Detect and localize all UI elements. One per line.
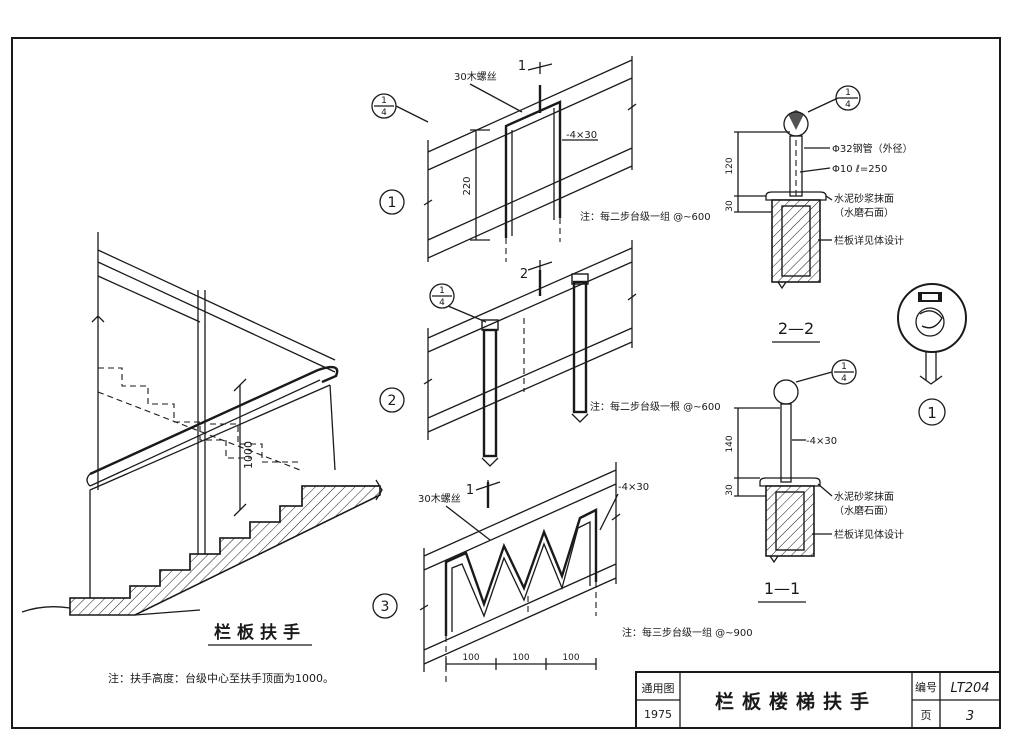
detail-1-section-mark: 1 (518, 59, 526, 74)
detail-1-dim: 220 (462, 176, 473, 195)
section-11-finish-label: 水泥砂浆抹面 (834, 490, 894, 503)
height-dim-label: 1000 (242, 441, 255, 469)
detail-3-dim-2: 100 (512, 653, 529, 663)
detail-3-label: 3 (381, 599, 390, 615)
detail-1-ref-den: 4 (381, 108, 387, 118)
section-22-title: 2—2 (778, 319, 814, 338)
title-block-page: 3 (966, 709, 974, 724)
section-22-ref-den: 4 (845, 100, 851, 110)
section-11-ref-num: 1 (841, 362, 847, 372)
detail-2-ref-num: 1 (439, 286, 445, 296)
section-11-flat-bar: -4×30 (806, 436, 837, 447)
detail-2-note: 注：每二步台级一根 @~600 (590, 400, 721, 413)
section-11-dim-bottom: 30 (725, 484, 735, 496)
detail-1-drawing (423, 56, 637, 262)
node-detail-drawing (897, 283, 967, 385)
title-block-code: LT204 (950, 681, 989, 696)
detail-1-ref-num: 1 (381, 96, 387, 106)
title-block-page-label: 页 (921, 709, 932, 722)
detail-3-note: 注：每三步台级一组 @~900 (622, 626, 753, 639)
section-22-ref-num: 1 (845, 88, 851, 98)
section-22-dim-bottom: 30 (725, 200, 735, 212)
detail-1-circle (379, 189, 405, 215)
detail-3-circle (372, 593, 398, 619)
detail-1-bolt-label: 30木螺丝 (454, 71, 497, 83)
detail-3-bolt-label: 30木螺丝 (418, 493, 461, 505)
title-block-std-label: 通用图 (642, 682, 675, 695)
detail-2-ref-den: 4 (439, 298, 445, 308)
node-detail-label: 1 (927, 404, 937, 422)
title-block-title: 栏板楼梯扶手 (715, 690, 877, 713)
section-11-title: 1—1 (764, 579, 800, 598)
node-detail-circle (918, 398, 946, 426)
title-block-code-label: 编号 (915, 680, 937, 694)
section-22-rod-label: Φ10 ℓ=250 (832, 164, 887, 175)
section-11-design-label: 栏板详见体设计 (834, 528, 904, 541)
detail-2-section-mark: 2 (520, 267, 528, 282)
detail-2-ref-symbol (429, 283, 487, 323)
detail-3-drawing (419, 462, 621, 686)
section-22-ref-symbol (835, 85, 861, 111)
section-22-pipe-label: Φ32钢管（外径） (832, 142, 913, 155)
section-22-dim-top: 120 (725, 157, 735, 174)
detail-2-label: 2 (388, 393, 397, 409)
detail-1-note: 注：每二步台级一组 @~600 (580, 210, 711, 223)
main-view-note: 注：扶手高度：台级中心至扶手顶面为1000。 (108, 671, 334, 685)
detail-1-ref-symbol (371, 93, 429, 123)
detail-1-label: 1 (388, 195, 397, 211)
main-view-title: 栏板扶手 (214, 622, 306, 643)
detail-2-drawing (423, 240, 637, 467)
section-11-ref-symbol (831, 359, 857, 385)
section-11-dim-top: 140 (725, 435, 735, 452)
section-11-ref-den: 4 (841, 374, 847, 384)
detail-3-section-mark: 1 (466, 483, 474, 498)
detail-3-flat-bar: -4×30 (618, 482, 649, 493)
detail-3-dim-3: 100 (562, 653, 579, 663)
section-22-drawing (734, 97, 839, 290)
detail-3-dim-1: 100 (462, 653, 479, 663)
title-block (635, 671, 1001, 729)
sheet-border (11, 37, 1001, 729)
title-block-year: 1975 (644, 708, 672, 721)
detail-1-flat-bar: -4×30 (566, 130, 597, 141)
detail-2-circle (379, 387, 405, 413)
section-22-design-label: 栏板详见体设计 (834, 234, 904, 247)
main-staircase-view (21, 232, 383, 616)
section-11-finish-alt: （水磨石面） (834, 505, 894, 517)
section-22-finish-label: 水泥砂浆抹面 (834, 192, 894, 205)
section-11-drawing (734, 371, 833, 564)
section-22-finish-alt: （水磨石面） (834, 207, 894, 219)
